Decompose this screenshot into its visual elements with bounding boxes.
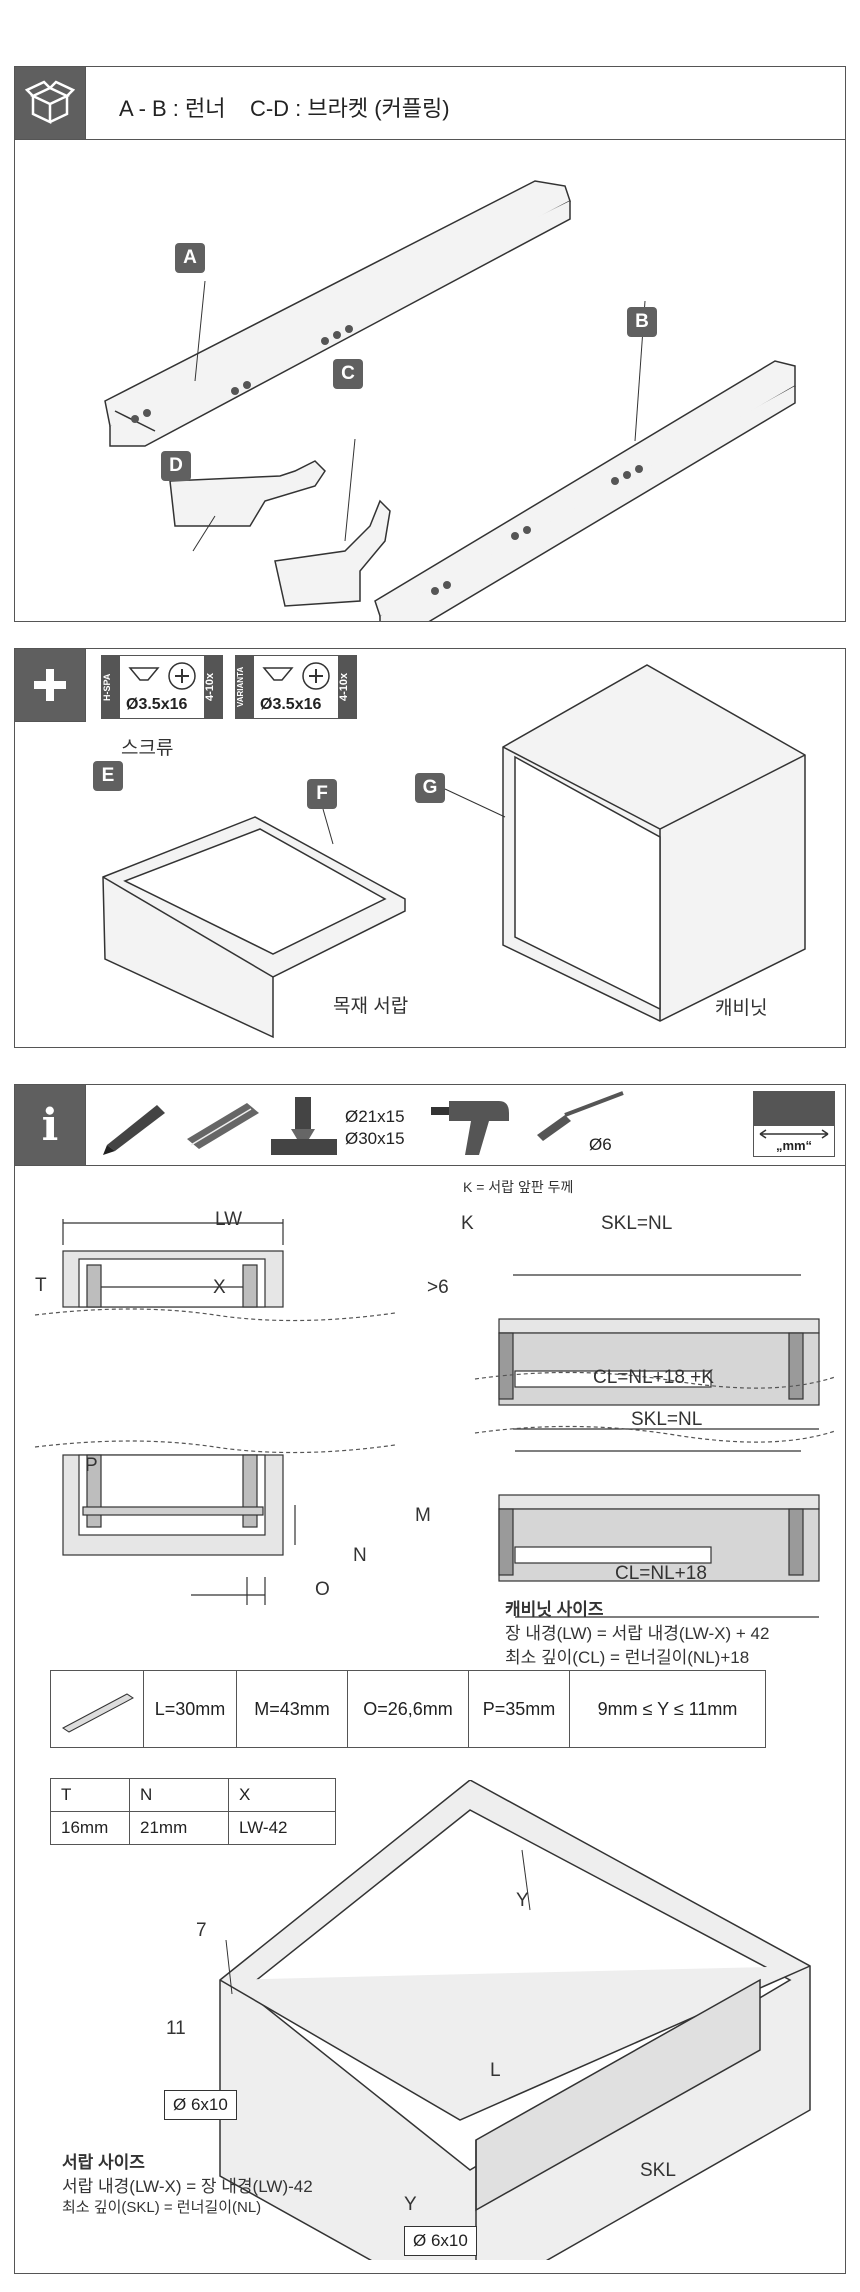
iso-y1: Y — [516, 1890, 529, 1911]
badge-f: F — [307, 779, 337, 809]
runners-illustration — [104, 180, 796, 621]
spec-y: 9mm ≤ Y ≤ 11mm — [569, 1671, 765, 1747]
runners-header: A - B : 런너 C-D : 브라켓 (커플링) — [15, 67, 845, 140]
tnx-val-n: 21mm — [129, 1811, 229, 1845]
hole-label-2: Ø 6x10 — [404, 2226, 477, 2256]
drawer-iso-illustration — [219, 1780, 811, 2260]
screw-card-varianta: VARIANTA Ø3.5x16 4-10x — [235, 655, 357, 719]
badge-c: C — [333, 359, 363, 389]
drawer-label: 목재 서랍 — [333, 996, 409, 1017]
drill-size-3: Ø6 — [589, 1135, 612, 1154]
hole-label-1: Ø 6x10 — [164, 2090, 237, 2120]
dim-p: P — [85, 1455, 98, 1476]
badge-g: G — [415, 773, 445, 803]
tnx-head-t: T — [50, 1778, 130, 1812]
iso-y2: Y — [404, 2194, 417, 2215]
tnx-val-t: 16mm — [50, 1811, 130, 1845]
badge-b: B — [627, 307, 657, 337]
dim-gt6: >6 — [427, 1277, 449, 1298]
tnx-head-x: X — [228, 1778, 336, 1812]
dim-x: X — [213, 1277, 226, 1298]
drawer-size-title: 서랍 사이즈 — [62, 2153, 145, 2172]
pencil-icon — [103, 1105, 165, 1155]
spec-p: P=35mm — [468, 1671, 569, 1747]
dim-n: N — [353, 1545, 367, 1566]
drill-size-1: Ø21x15 — [345, 1107, 405, 1126]
parts-panel: H-SPA Ø3.5x16 4-10x VARIANTA Ø3.5x16 4-1… — [14, 648, 846, 1048]
screw2-size: Ø3.5x16 — [260, 696, 322, 713]
plus-icon — [15, 649, 86, 722]
badge-a: A — [175, 243, 205, 273]
runners-panel: A - B : 런너 C-D : 브라켓 (커플링) — [14, 66, 846, 622]
tnx-val-x: LW-42 — [228, 1811, 336, 1845]
hinge-drill-icon — [271, 1097, 337, 1155]
iso-7: 7 — [196, 1920, 207, 1941]
badge-d: D — [161, 451, 191, 481]
badge-e: E — [93, 761, 123, 791]
drill-size-2: Ø30x15 — [345, 1129, 405, 1148]
spec-runner-icon — [51, 1671, 143, 1747]
iso-skl: SKL — [640, 2160, 676, 2181]
runners-title: A - B : 런너 C-D : 브라켓 (커플링) — [119, 96, 450, 121]
dim-cl-1: CL=NL+18 +K — [593, 1367, 714, 1388]
measure-arrow-icon — [759, 1129, 829, 1139]
cabinet-size-title: 캐비닛 사이즈 — [505, 1600, 604, 1619]
dim-t: T — [35, 1275, 47, 1296]
spec-l: L=30mm — [143, 1671, 236, 1747]
power-drill-icon — [431, 1101, 509, 1155]
dim-skl-2: SKL=NL — [631, 1409, 703, 1430]
spec-m: M=43mm — [236, 1671, 347, 1747]
dim-skl-1: SKL=NL — [601, 1213, 673, 1234]
drawer-cabinet-illustration — [102, 664, 806, 1039]
iso-11: 11 — [166, 2018, 186, 2039]
k-note: K = 서랍 앞판 두께 — [463, 1179, 574, 1195]
drawer-size-line1: 서랍 내경(LW-X) = 장 내경(LW)-42 — [62, 2177, 313, 2196]
screw-card-hospa: H-SPA Ø3.5x16 4-10x — [101, 655, 223, 719]
ruler-icon — [187, 1103, 259, 1149]
dim-k: K — [461, 1213, 474, 1234]
screw1-icon — [128, 662, 196, 690]
drawer-size-line2: 최소 깊이(SKL) = 런너길이(NL) — [62, 2199, 262, 2216]
dim-lw: LW — [215, 1209, 243, 1230]
spec-o: O=26,6mm — [347, 1671, 468, 1747]
dim-m: M — [415, 1505, 431, 1526]
screw2-icon — [262, 662, 330, 690]
cabinet-size-line1: 장 내경(LW) = 서랍 내경(LW-X) + 42 — [505, 1624, 770, 1643]
dim-o: O — [315, 1579, 330, 1600]
unit-label: „mm“ — [775, 1138, 813, 1153]
box-icon — [15, 67, 86, 139]
drill-bit-icon — [537, 1091, 624, 1141]
spec-table: L=30mm M=43mm O=26,6mm P=35mm 9mm ≤ Y ≤ … — [50, 1670, 766, 1748]
info-icon: i — [15, 1085, 86, 1165]
screw1-size: Ø3.5x16 — [126, 696, 188, 713]
dimension-diagrams — [34, 1219, 836, 1618]
screw-label: 스크류 — [121, 738, 174, 759]
cabinet-size-line2: 최소 깊이(CL) = 런너길이(NL)+18 — [505, 1648, 750, 1667]
tools-header: i Ø21x15 Ø30x15 Ø6 „mm“ — [15, 1085, 845, 1166]
unit-card: „mm“ — [753, 1091, 835, 1157]
cabinet-label: 캐비닛 — [715, 998, 768, 1019]
dim-cl-2: CL=NL+18 — [615, 1563, 707, 1584]
tnx-table: T N X 16mm 21mm LW-42 — [50, 1778, 336, 1845]
iso-l: L — [490, 2060, 501, 2081]
